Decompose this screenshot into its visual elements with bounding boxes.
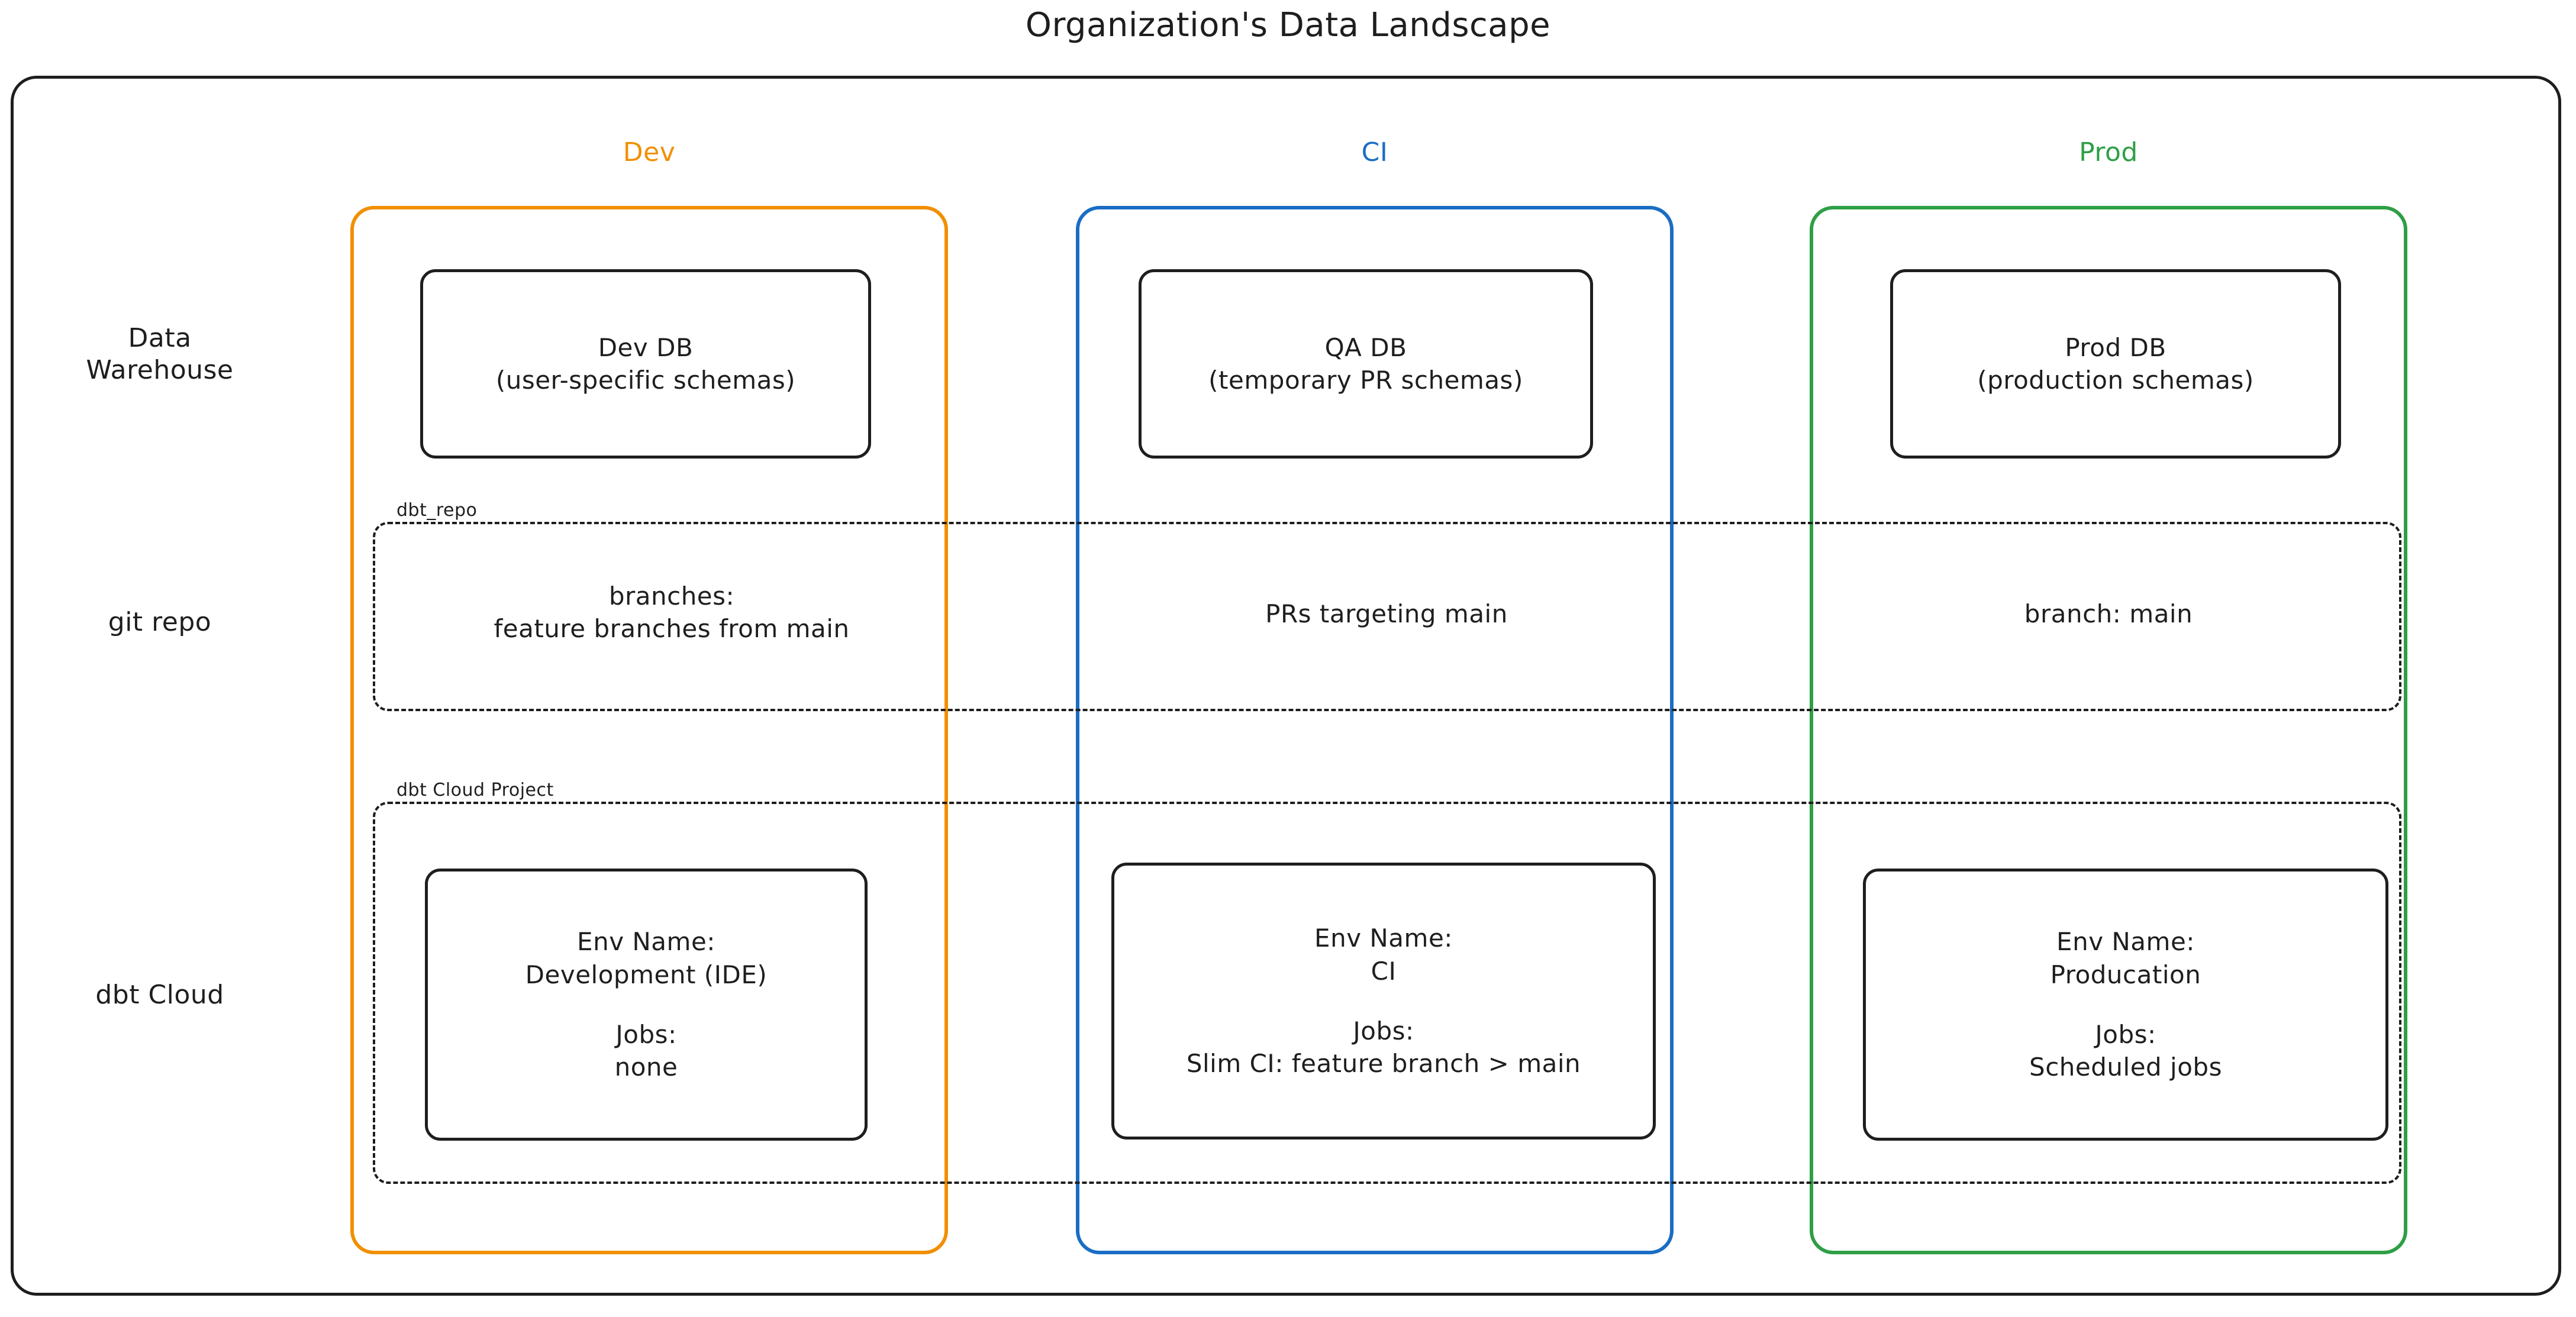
- env-header-prod: Prod: [2079, 137, 2138, 167]
- dev-env-name-value: Development (IDE): [525, 960, 768, 989]
- env-header-ci: CI: [1361, 137, 1388, 167]
- outer-frame: [11, 76, 2561, 1296]
- dev-jobs-value: none: [614, 1053, 678, 1082]
- node-ci-environment: Env Name: CI Jobs: Slim CI: feature bran…: [1111, 863, 1656, 1140]
- page-title: Organization's Data Landscape: [1025, 6, 1551, 44]
- row-label-git-repo: git repo: [108, 607, 212, 637]
- git-repo-prod-text: branch: main: [2024, 599, 2193, 628]
- node-dev-environment: Env Name: Development (IDE) Jobs: none: [425, 869, 868, 1141]
- env-column-dev: [350, 206, 948, 1254]
- node-qa-db-line1: QA DB: [1324, 333, 1407, 362]
- node-qa-db-line2: (temporary PR schemas): [1208, 366, 1523, 395]
- prod-env-name-value: Producation: [2050, 960, 2201, 989]
- prod-jobs-label: Jobs:: [2095, 1020, 2156, 1049]
- group-label-dbt-repo: dbt_repo: [391, 500, 483, 521]
- dev-jobs-label: Jobs:: [615, 1020, 677, 1049]
- group-label-dbt-cloud-project: dbt Cloud Project: [391, 780, 560, 800]
- env-column-prod: [1810, 206, 2407, 1254]
- ci-jobs-value: Slim CI: feature branch > main: [1186, 1049, 1581, 1079]
- node-prod-db-line2: (production schemas): [1977, 366, 2254, 395]
- group-frame-dbt-repo: [373, 522, 2401, 711]
- dev-env-name-label: Env Name:: [577, 927, 715, 957]
- node-dev-db: Dev DB (user-specific schemas): [420, 269, 871, 459]
- node-prod-db: Prod DB (production schemas): [1890, 269, 2341, 459]
- row-label-data-warehouse: Data Warehouse: [86, 323, 234, 385]
- ci-jobs-label: Jobs:: [1353, 1016, 1414, 1045]
- prod-jobs-value: Scheduled jobs: [2029, 1053, 2222, 1082]
- node-dev-db-line2: (user-specific schemas): [495, 366, 796, 395]
- group-frame-dbt-cloud-project: [373, 802, 2401, 1184]
- prod-env-name-label: Env Name:: [2056, 927, 2195, 957]
- git-repo-dev-text: branches: feature branches from main: [494, 582, 850, 644]
- ci-env-name-label: Env Name:: [1314, 924, 1453, 953]
- ci-env-name-value: CI: [1371, 956, 1397, 986]
- node-qa-db: QA DB (temporary PR schemas): [1139, 269, 1593, 459]
- node-prod-environment: Env Name: Producation Jobs: Scheduled jo…: [1863, 869, 2388, 1141]
- git-repo-ci-text: PRs targeting main: [1265, 599, 1508, 628]
- row-label-dbt-cloud: dbt Cloud: [95, 980, 224, 1010]
- node-dev-db-line1: Dev DB: [598, 333, 694, 362]
- env-column-ci: [1076, 206, 1674, 1254]
- env-header-dev: Dev: [623, 137, 676, 167]
- node-prod-db-line1: Prod DB: [2065, 333, 2166, 362]
